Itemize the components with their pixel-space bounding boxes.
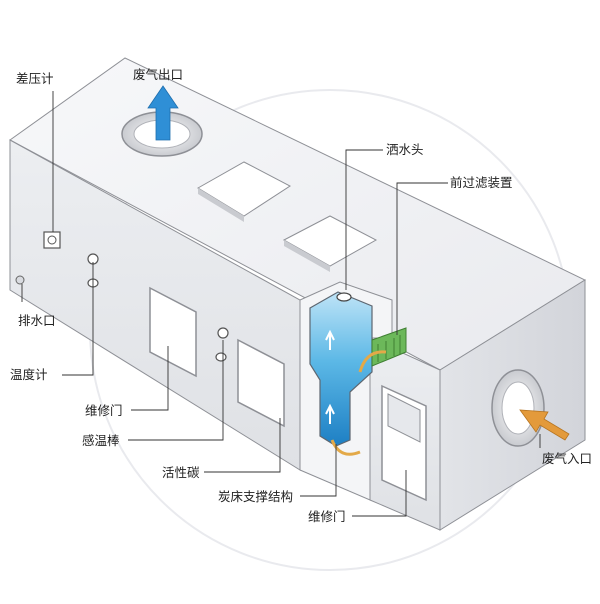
leader-lines xyxy=(21,91,541,517)
scrubbing-tower xyxy=(309,291,373,447)
flow-arrow-up-icon xyxy=(325,403,335,424)
drain-outlet-icon xyxy=(15,275,25,285)
service-door-panel-2 xyxy=(237,338,285,428)
label-pre-filter: 前过滤装置 xyxy=(450,175,513,190)
gauge-dial xyxy=(47,235,57,245)
label-thermometer: 温度计 xyxy=(10,367,48,382)
label-exhaust-inlet: 废气入口 xyxy=(542,451,593,466)
label-exhaust-outlet: 废气出口 xyxy=(133,67,184,82)
service-door-window xyxy=(387,393,421,443)
label-temperature-sensor: 感温棒 xyxy=(82,433,120,448)
service-door-panel-1 xyxy=(149,286,197,378)
top-hatch-1-edge xyxy=(198,188,244,222)
pre-filter-media xyxy=(371,327,407,367)
sprinkler-head-icon xyxy=(336,292,352,302)
flow-curve-arrow-icon xyxy=(330,439,361,456)
flow-curve-arrow-icon xyxy=(358,350,387,373)
label-service-door-left: 维修门 xyxy=(85,403,123,418)
exhaust-outlet-arrow-icon xyxy=(147,85,179,141)
top-hatch-2-edge xyxy=(284,240,330,272)
label-service-door-right: 维修门 xyxy=(308,509,346,524)
label-sprinkler-head: 洒水头 xyxy=(386,142,424,157)
label-carbon-bed-support: 炭床支撑结构 xyxy=(218,489,294,504)
temperature-sensor-icon xyxy=(217,327,229,339)
flow-arrow-up-icon xyxy=(325,329,335,350)
label-diff-pressure-gauge: 差压计 xyxy=(16,71,54,86)
exhaust-inlet-arrow-icon xyxy=(519,409,570,441)
temperature-sensor-fitting-icon xyxy=(215,352,227,362)
label-activated-carbon: 活性碳 xyxy=(162,465,200,480)
label-drain-outlet: 排水口 xyxy=(18,313,56,328)
diff-pressure-gauge-icon xyxy=(43,231,61,249)
exhaust-inlet-inner xyxy=(501,381,535,435)
